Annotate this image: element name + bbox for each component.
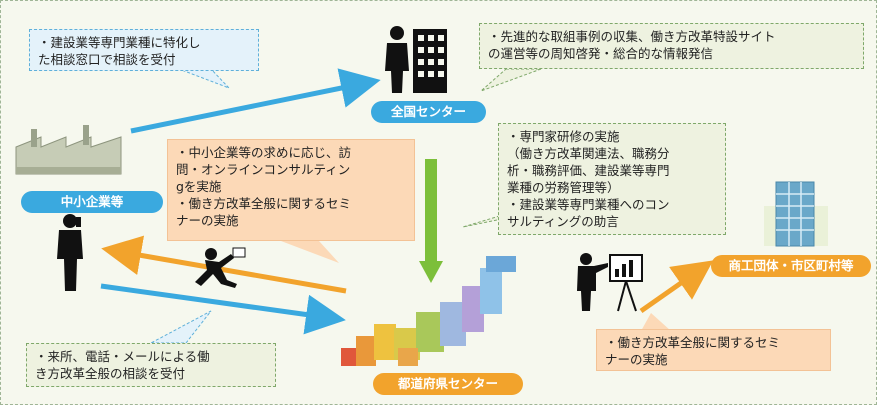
callout-tail-visits: [281, 241, 339, 263]
callout-advanced-examples: ・先進的な取組事例の収集、働き方改革特設サイト の運営等の周知啓発・総合的な情報…: [479, 23, 864, 69]
callout-tail-construction: [178, 68, 230, 89]
office-building-icon: [764, 181, 828, 247]
running-man-icon: [195, 247, 246, 288]
callout-reception: ・来所、電話・メールによる働 き方改革全般の相談を受付: [26, 343, 276, 387]
callout-tail-advanced: [480, 68, 542, 92]
callout-visits-consulting: ・中小企業等の求めに応じ、訪 問・オンラインコンサルティン gを実施 ・働き方改…: [167, 139, 415, 241]
arrow-prefecture-to-person: [101, 235, 347, 294]
node-sme: 中小企業等: [21, 191, 163, 213]
callout-tail-seminar: [641, 313, 671, 331]
callout-tail-reception: [150, 310, 212, 344]
node-national-center: 全国センター: [371, 101, 486, 123]
node-commerce-orgs: 商工団体・市区町村等: [711, 255, 871, 277]
callout-construction-consultation: ・建設業等専門業種に特化し た相談窓口で相談を受付: [29, 29, 259, 71]
callout-seminar: ・働き方改革全般に関するセミ ナーの実施: [596, 329, 831, 371]
arrow-sme-to-national: [130, 68, 381, 134]
arrow-person-to-prefecture: [100, 283, 346, 335]
arrow-prefecture-to-commerce: [639, 260, 714, 314]
japan-map-icon: [341, 256, 516, 366]
presenter-icon: [577, 253, 643, 312]
factory-icon: [15, 125, 122, 175]
callout-expert-training: ・専門家研修の実施 （働き方改革関連法、職務分 析・職務評価、建設業等専門 業種…: [498, 123, 726, 235]
node-prefectural-center: 都道府県センター: [373, 373, 523, 395]
arrow-national-to-prefecture-head: [419, 261, 443, 283]
businessman-phone-icon: [57, 214, 83, 291]
businessman-building-icon: [385, 26, 447, 93]
